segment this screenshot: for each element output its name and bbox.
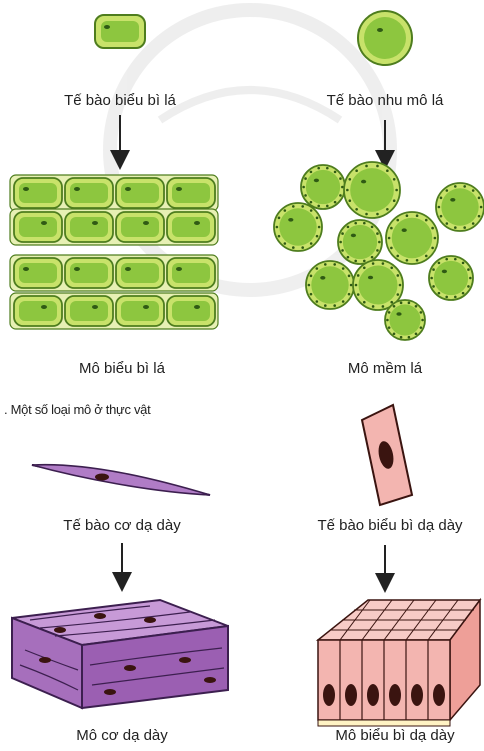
epidermal-cell	[115, 177, 165, 209]
stomach-epidermal-cell-illustration	[360, 403, 414, 507]
epidermal-cell	[64, 295, 114, 327]
epidermal-cell	[13, 177, 63, 209]
epidermal-cell	[166, 257, 216, 289]
nucleus	[367, 684, 379, 706]
label-leaf-mesophyll-cell: Tế bào nhu mô lá	[326, 92, 444, 109]
label-stomach-epidermal-cell: Tế bào biểu bì dạ dày	[317, 517, 463, 534]
epidermal-cell	[64, 177, 114, 209]
epidermal-cell	[13, 211, 63, 243]
nucleus	[323, 684, 335, 706]
epidermal-cell	[115, 295, 165, 327]
epidermal-cell	[166, 295, 216, 327]
mesophyll-cell	[352, 259, 404, 311]
mesophyll-cell	[305, 260, 355, 310]
epidermal-cell	[115, 211, 165, 243]
mesophyll-cell	[385, 211, 439, 265]
epidermal-cell	[166, 211, 216, 243]
mesophyll-cell	[384, 299, 426, 341]
figure-caption: . Một số loại mô ở thực vật	[4, 402, 151, 417]
label-leaf-epidermal-tissue: Mô biểu bì lá	[79, 360, 165, 377]
leaf-epidermal-cell-illustration	[94, 14, 146, 49]
stomach-muscle-cell-illustration	[31, 463, 211, 496]
leaf-mesophyll-cell-illustration	[357, 10, 413, 66]
epidermal-cell	[64, 257, 114, 289]
epidermal-cell	[64, 211, 114, 243]
nucleus	[389, 684, 401, 706]
epidermal-cell	[13, 295, 63, 327]
stomach-muscle-tissue-illustration	[11, 598, 229, 710]
epidermal-cell	[115, 257, 165, 289]
nucleus	[345, 684, 357, 706]
stomach-epidermal-tissue-illustration	[315, 597, 482, 727]
label-leaf-epidermal-cell: Tế bào biểu bì lá	[64, 92, 176, 109]
label-stomach-epidermal-tissue: Mô biểu bì dạ dày	[335, 727, 455, 744]
mesophyll-cell	[273, 202, 323, 252]
nucleus	[411, 684, 423, 706]
label-leaf-soft-tissue: Mô mềm lá	[347, 360, 423, 377]
label-stomach-muscle-tissue: Mô cơ dạ dày	[76, 727, 168, 744]
leaf-epidermal-tissue-illustration	[9, 174, 219, 330]
nucleus	[433, 684, 445, 706]
mesophyll-cell	[428, 255, 474, 301]
leaf-soft-tissue-illustration	[273, 161, 484, 341]
mesophyll-cell	[343, 161, 401, 219]
mesophyll-cell	[337, 219, 383, 265]
epidermal-cell	[166, 177, 216, 209]
epidermal-cell	[13, 257, 63, 289]
mesophyll-cell	[435, 182, 484, 232]
mesophyll-cell	[300, 164, 346, 210]
label-stomach-muscle-cell: Tế bào cơ dạ dày	[63, 517, 181, 534]
